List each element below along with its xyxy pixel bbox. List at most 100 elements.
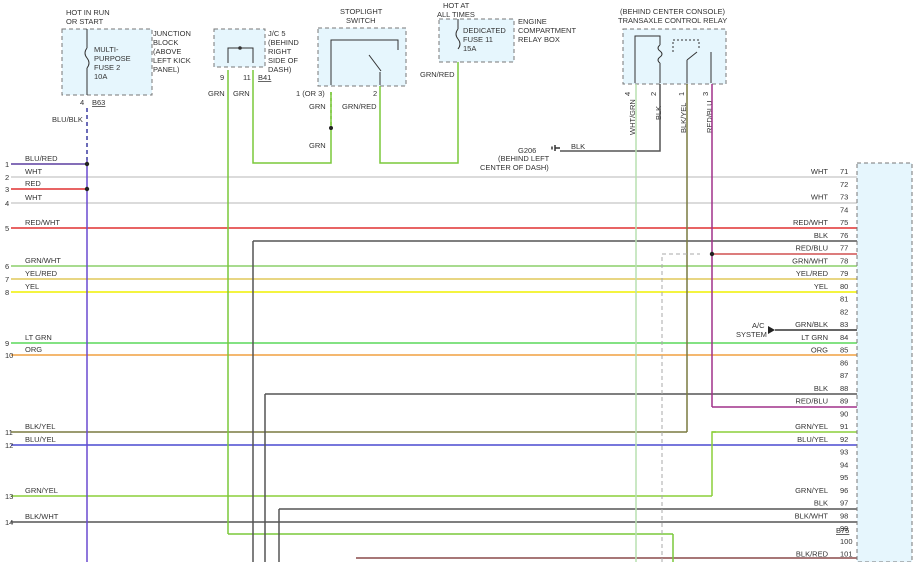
right-terminal-number: 71 bbox=[840, 167, 848, 176]
relay-coil-feed bbox=[634, 35, 661, 83]
wire-label-grn-red-1: GRN/RED bbox=[342, 102, 377, 111]
svg-text:RELAY BOX: RELAY BOX bbox=[518, 35, 560, 44]
right-terminal-label: BLK/RED bbox=[796, 550, 829, 559]
right-terminal-label: GRN/YEL bbox=[795, 422, 828, 431]
svg-text:PANEL): PANEL) bbox=[153, 65, 180, 74]
left-terminal-number: 4 bbox=[5, 199, 9, 208]
splice-dot bbox=[84, 186, 90, 192]
left-terminal-label: BLK/WHT bbox=[25, 512, 59, 521]
left-terminal-number: 10 bbox=[5, 351, 13, 360]
wire-label-blk-relay: BLK bbox=[654, 106, 663, 120]
left-terminal-number: 5 bbox=[5, 224, 9, 233]
left-terminal-label: WHT bbox=[25, 167, 42, 176]
right-terminal-number: 96 bbox=[840, 486, 848, 495]
wire-label-grn-2: GRN bbox=[233, 89, 250, 98]
right-terminal-number: 72 bbox=[840, 180, 848, 189]
stoplight-switch-icon bbox=[330, 39, 399, 85]
right-terminal-number: 85 bbox=[840, 346, 848, 355]
left-terminal-label: YEL bbox=[25, 282, 39, 291]
right-terminal-number: 91 bbox=[840, 422, 848, 431]
connector-b75: B75 bbox=[836, 526, 849, 535]
right-terminal-number: 99 bbox=[840, 524, 848, 533]
svg-text:RIGHT: RIGHT bbox=[268, 47, 292, 56]
left-terminal-label: GRN/WHT bbox=[25, 256, 61, 265]
right-terminal-number: 74 bbox=[840, 205, 848, 214]
wire-label-grn-4: GRN bbox=[309, 141, 326, 150]
left-terminal-number: 14 bbox=[5, 518, 13, 527]
right-terminal-label: BLK bbox=[814, 231, 828, 240]
left-terminal-number: 8 bbox=[5, 288, 9, 297]
stoplight-pin-a: 1 (OR 3) bbox=[296, 89, 325, 98]
right-terminal-number: 97 bbox=[840, 499, 848, 508]
right-terminal-number: 94 bbox=[840, 460, 848, 469]
right-terminal-number: 73 bbox=[840, 193, 848, 202]
jc5-pin-11: 11 bbox=[243, 73, 251, 82]
relay-title-2: TRANSAXLE CONTROL RELAY bbox=[618, 16, 727, 25]
svg-text:MULTI-: MULTI- bbox=[94, 45, 119, 54]
svg-text:(ABOVE: (ABOVE bbox=[153, 47, 181, 56]
right-terminal-label: WHT bbox=[811, 193, 828, 202]
splice-dot bbox=[84, 161, 90, 167]
svg-text:ENGINE: ENGINE bbox=[518, 17, 547, 26]
left-terminal-number: 13 bbox=[5, 492, 13, 501]
splice-dot bbox=[709, 251, 715, 257]
right-terminal-number: 81 bbox=[840, 295, 848, 304]
wire-dashed-option bbox=[661, 253, 700, 562]
svg-text:(BEHIND: (BEHIND bbox=[268, 38, 299, 47]
right-terminal-label: BLU/YEL bbox=[797, 435, 828, 444]
right-terminals: 71WHT7273WHT7475RED/WHT76BLK77RED/BLU78G… bbox=[792, 167, 852, 559]
hot-all-times-label-1: HOT AT bbox=[443, 1, 470, 10]
ground-note-1: (BEHIND LEFT bbox=[498, 154, 550, 163]
wire-label-red-blu: RED/BLU bbox=[705, 100, 714, 133]
svg-text:10A: 10A bbox=[94, 72, 107, 81]
stoplight-pin-b: 2 bbox=[373, 89, 377, 98]
or-start-label: OR START bbox=[66, 17, 104, 26]
left-terminal-number: 6 bbox=[5, 262, 9, 271]
engine-compartment-label: ENGINE COMPARTMENT RELAY BOX bbox=[518, 17, 576, 44]
left-terminal-label: YEL/RED bbox=[25, 269, 58, 278]
right-terminal-number: 78 bbox=[840, 256, 848, 265]
fuse-2-icon bbox=[84, 47, 90, 69]
right-terminal-label: LT GRN bbox=[801, 333, 828, 342]
right-terminal-label: YEL bbox=[814, 282, 828, 291]
ac-label-2: SYSTEM bbox=[736, 330, 767, 339]
splice-dot bbox=[329, 126, 333, 130]
right-terminal-number: 88 bbox=[840, 384, 848, 393]
stoplight-switch-label-1: STOPLIGHT bbox=[340, 7, 383, 16]
wire-label-grn-1: GRN bbox=[208, 89, 225, 98]
right-terminal-number: 79 bbox=[840, 269, 848, 278]
wire-label-grn-3: GRN bbox=[309, 102, 326, 111]
right-terminal-label: YEL/RED bbox=[796, 269, 829, 278]
right-terminal-number: 76 bbox=[840, 231, 848, 240]
right-terminal-label: RED/BLU bbox=[795, 244, 828, 253]
stoplight-switch-box bbox=[317, 27, 407, 87]
svg-text:SIDE OF: SIDE OF bbox=[268, 56, 298, 65]
right-terminal-label: GRN/WHT bbox=[792, 256, 828, 265]
engine-relay-box bbox=[438, 18, 515, 63]
svg-text:LEFT KICK: LEFT KICK bbox=[153, 56, 191, 65]
svg-text:COMPARTMENT: COMPARTMENT bbox=[518, 26, 576, 35]
ground-icon bbox=[551, 145, 560, 151]
ground-note-2: CENTER OF DASH) bbox=[480, 163, 549, 172]
svg-text:FUSE 11: FUSE 11 bbox=[463, 35, 493, 44]
relay-contact-icon bbox=[686, 51, 698, 61]
wire-label-blk-ground: BLK bbox=[571, 142, 585, 151]
pcm-module-box bbox=[856, 162, 913, 562]
ac-label-1: A/C bbox=[752, 321, 765, 330]
svg-text:15A: 15A bbox=[463, 44, 476, 53]
relay-pin-2: 2 bbox=[649, 92, 658, 96]
right-terminal-number: 80 bbox=[840, 282, 848, 291]
right-terminal-number: 89 bbox=[840, 397, 848, 406]
wire-label-blk-yel: BLK/YEL bbox=[679, 103, 688, 133]
right-terminal-number: 86 bbox=[840, 358, 848, 367]
left-terminal-label: ORG bbox=[25, 345, 42, 354]
right-terminal-number: 98 bbox=[840, 511, 848, 520]
svg-text:DEDICATED: DEDICATED bbox=[463, 26, 506, 35]
right-terminal-label: BLK/WHT bbox=[795, 511, 829, 520]
left-terminal-label: BLK/YEL bbox=[25, 422, 55, 431]
right-terminal-number: 92 bbox=[840, 435, 848, 444]
svg-text:JUNCTION: JUNCTION bbox=[153, 29, 191, 38]
left-terminal-label: LT GRN bbox=[25, 333, 52, 342]
left-terminal-label: GRN/YEL bbox=[25, 486, 58, 495]
